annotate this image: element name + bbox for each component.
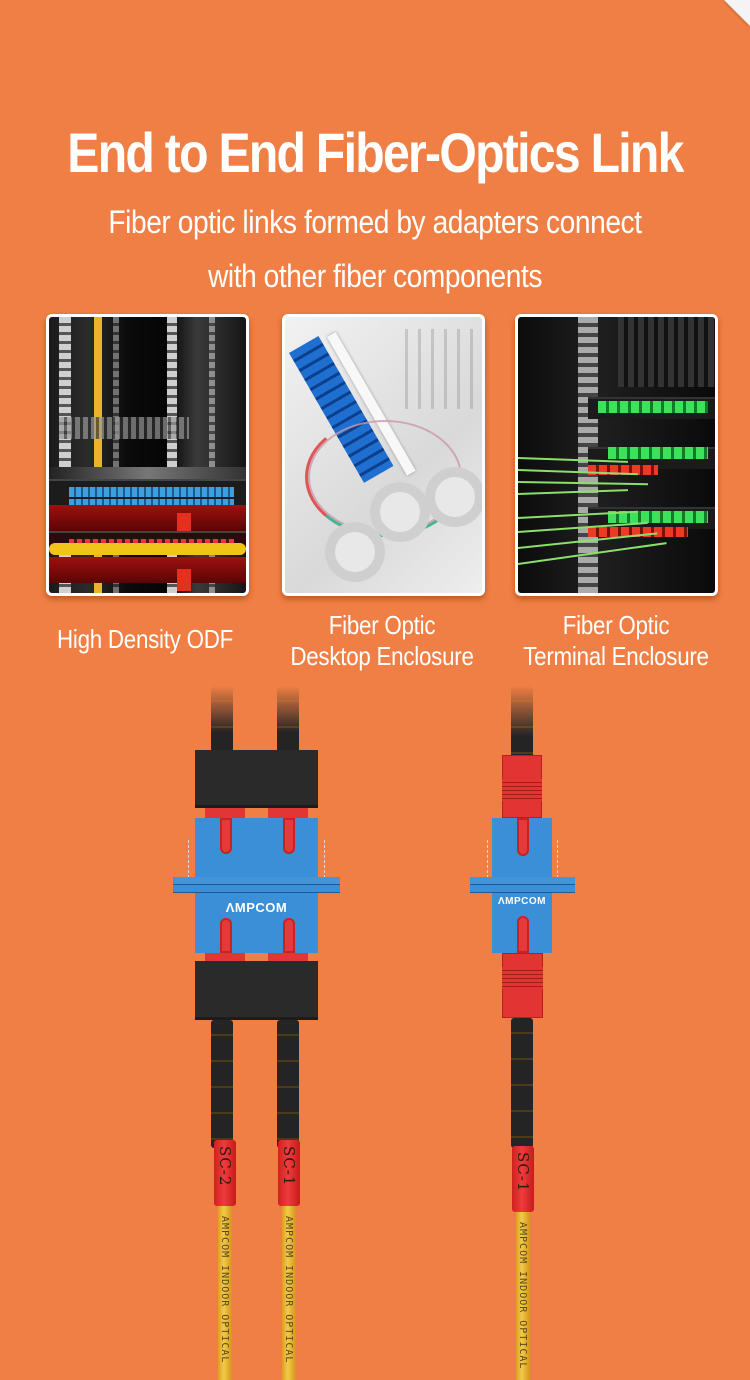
page-title: End to End Fiber-Optics Link <box>67 121 684 184</box>
subtitle-line-2: with other fiber components <box>207 258 543 294</box>
fiber-cable-right: AMPCOM INDOOR OPTICAL <box>282 1206 296 1380</box>
caption-desktop-enclosure: Fiber Optic Desktop Enclosure <box>290 610 474 671</box>
desktop-enclosure-photo <box>282 314 485 596</box>
terminal-enclosure-photo <box>515 314 718 596</box>
rack-odf-photo <box>46 314 249 596</box>
cable-label-sc1: SC-1 <box>278 1140 300 1206</box>
subtitle-line-1: Fiber optic links formed by adapters con… <box>108 204 642 240</box>
fiber-cable-left: AMPCOM INDOOR OPTICAL <box>218 1206 232 1380</box>
ampcom-logo: ΛMPCOM <box>498 896 546 907</box>
cable-label-sc1: SC-1 <box>512 1146 534 1212</box>
ampcom-logo: ΛMPCOM <box>225 900 288 915</box>
caption-terminal-enclosure: Fiber Optic Terminal Enclosure <box>523 610 709 671</box>
page-curl-decoration <box>724 0 750 26</box>
fiber-cable-simplex: AMPCOM INDOOR OPTICAL <box>516 1212 530 1380</box>
cable-label-sc2: SC-2 <box>214 1140 236 1206</box>
caption-high-density-odf: High Density ODF <box>56 624 234 654</box>
